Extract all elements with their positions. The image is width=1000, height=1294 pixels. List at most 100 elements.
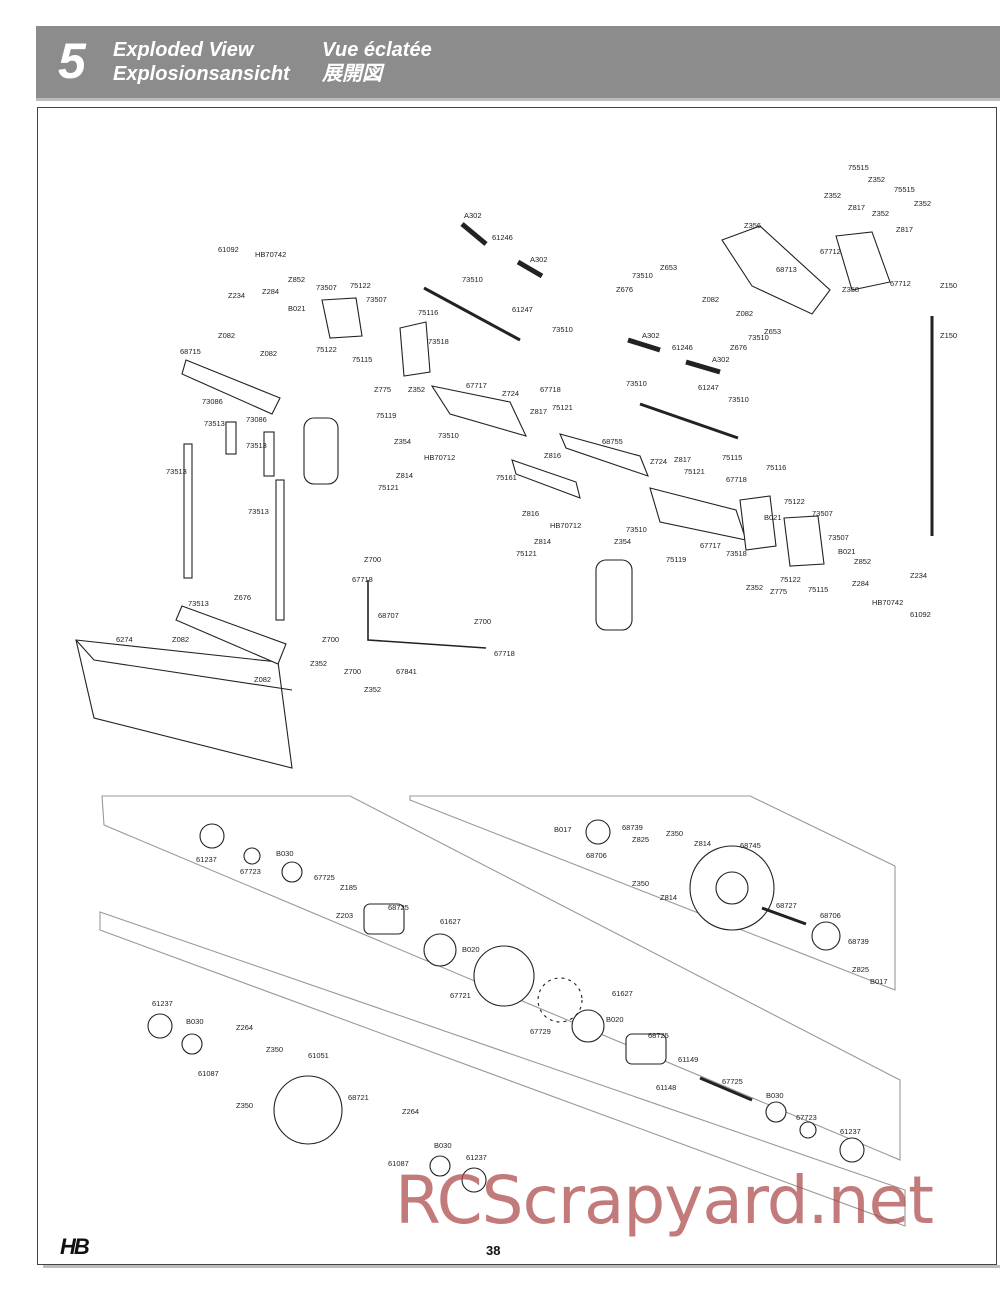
- part-label: 67725: [722, 1077, 743, 1086]
- part-label: 75116: [418, 308, 438, 317]
- part-label: 67718: [494, 649, 515, 658]
- anti-roll-bar: [367, 580, 487, 649]
- part-label: Z700: [474, 617, 491, 626]
- part-label: 68706: [820, 911, 841, 920]
- shim-67723-b: [799, 1121, 817, 1139]
- part-label: 73510: [552, 325, 573, 334]
- part-label: Z082: [260, 349, 277, 358]
- diff-housing-68725: [363, 903, 405, 935]
- part-label: 68745: [740, 841, 761, 850]
- part-label: 68707: [378, 611, 399, 620]
- part-label: Z234: [228, 291, 245, 300]
- part-label: 68727: [776, 901, 797, 910]
- section-number: 5: [58, 33, 86, 89]
- turnbuckle-a302-b: [516, 259, 544, 279]
- part-label: Z825: [852, 965, 869, 974]
- part-label: Z354: [614, 537, 631, 546]
- pulley-67721: [473, 945, 535, 1007]
- shaft-68727: [761, 906, 807, 926]
- part-label: Z350: [632, 879, 649, 888]
- part-label: 61246: [672, 343, 693, 352]
- rear-shock: [595, 559, 633, 631]
- rear-hub-carrier: [783, 515, 825, 567]
- part-label: 75121: [552, 403, 573, 412]
- part-label: Z082: [736, 309, 753, 318]
- part-label: 73513: [204, 419, 225, 428]
- part-label: Z350: [266, 1045, 283, 1054]
- part-label: 61087: [198, 1069, 219, 1078]
- part-label: B021: [764, 513, 782, 522]
- part-label: 67729: [530, 1027, 551, 1036]
- part-label: A302: [712, 355, 730, 364]
- part-label: 68725: [388, 903, 409, 912]
- part-label: 67721: [450, 991, 471, 1000]
- part-label: B021: [288, 304, 306, 313]
- front-steering-knuckle: [399, 321, 431, 377]
- part-label: Z082: [172, 635, 189, 644]
- part-label: 75122: [780, 575, 801, 584]
- hb-logo: HB: [60, 1234, 90, 1259]
- part-label: HB70712: [550, 521, 581, 530]
- part-label: 61246: [492, 233, 513, 242]
- part-label: Z816: [522, 509, 539, 518]
- part-label: 61627: [612, 989, 633, 998]
- title-japanese: 展開図: [322, 63, 382, 85]
- part-label: Z356: [744, 221, 761, 230]
- front-shock: [303, 417, 339, 485]
- bearing-61237-b: [839, 1137, 865, 1163]
- part-label: Z653: [660, 263, 677, 272]
- part-label: Z082: [218, 331, 235, 340]
- part-label: 75515: [894, 185, 915, 194]
- part-label: 73510: [462, 275, 483, 284]
- gasket-61627-b: [571, 1009, 605, 1043]
- part-label: 73510: [632, 271, 653, 280]
- part-label: Z676: [234, 593, 251, 602]
- header-shadow: [36, 98, 1000, 101]
- part-label: Z817: [674, 455, 691, 464]
- part-label: A302: [464, 211, 482, 220]
- turnbuckle-a302: [460, 222, 488, 246]
- shim-67723-a: [243, 847, 261, 865]
- part-label: 73510: [626, 525, 647, 534]
- part-label: Z358: [842, 285, 859, 294]
- part-label: 67718: [726, 475, 747, 484]
- bearing-61237-d: [461, 1167, 487, 1193]
- part-label: 73507: [812, 509, 833, 518]
- part-label: 61148: [656, 1083, 676, 1092]
- part-label: Z817: [896, 225, 913, 234]
- bearing-b030-c: [181, 1033, 203, 1055]
- part-label: Z775: [374, 385, 391, 394]
- part-label: Z724: [650, 457, 667, 466]
- frame-shadow: [43, 1265, 1000, 1268]
- pulley-61051: [273, 1075, 343, 1145]
- part-label: Z814: [660, 893, 677, 902]
- bumper-edge: [75, 639, 293, 691]
- bearing-61237-c: [147, 1013, 173, 1039]
- part-label: 67841: [396, 667, 417, 676]
- part-label: Z350: [236, 1101, 253, 1110]
- part-label: 61247: [698, 383, 719, 392]
- part-label: 61627: [440, 917, 461, 926]
- part-label: 75121: [378, 483, 399, 492]
- part-label: 75115: [722, 453, 742, 462]
- part-label: 67712: [890, 279, 911, 288]
- part-label: Z150: [940, 281, 957, 290]
- bearing-b030-b: [765, 1101, 787, 1123]
- part-label: Z852: [854, 557, 871, 566]
- title-german: Explosionsansicht: [113, 63, 290, 85]
- part-label: 61092: [910, 610, 931, 619]
- post-73513-a: [183, 443, 193, 579]
- part-label: 67723: [796, 1113, 817, 1122]
- part-label: B017: [554, 825, 572, 834]
- part-label: Z352: [364, 685, 381, 694]
- post-73513-b: [275, 479, 285, 621]
- rear-driveshaft: [639, 402, 739, 440]
- post-short-a: [225, 421, 237, 455]
- watermark: RCScrapyard.net: [395, 1162, 934, 1239]
- part-label: Z352: [310, 659, 327, 668]
- part-label: Z352: [408, 385, 425, 394]
- part-label: 73513: [188, 599, 209, 608]
- part-label: Z234: [910, 571, 927, 580]
- part-label: 67712: [820, 247, 841, 256]
- part-label: 68739: [622, 823, 643, 832]
